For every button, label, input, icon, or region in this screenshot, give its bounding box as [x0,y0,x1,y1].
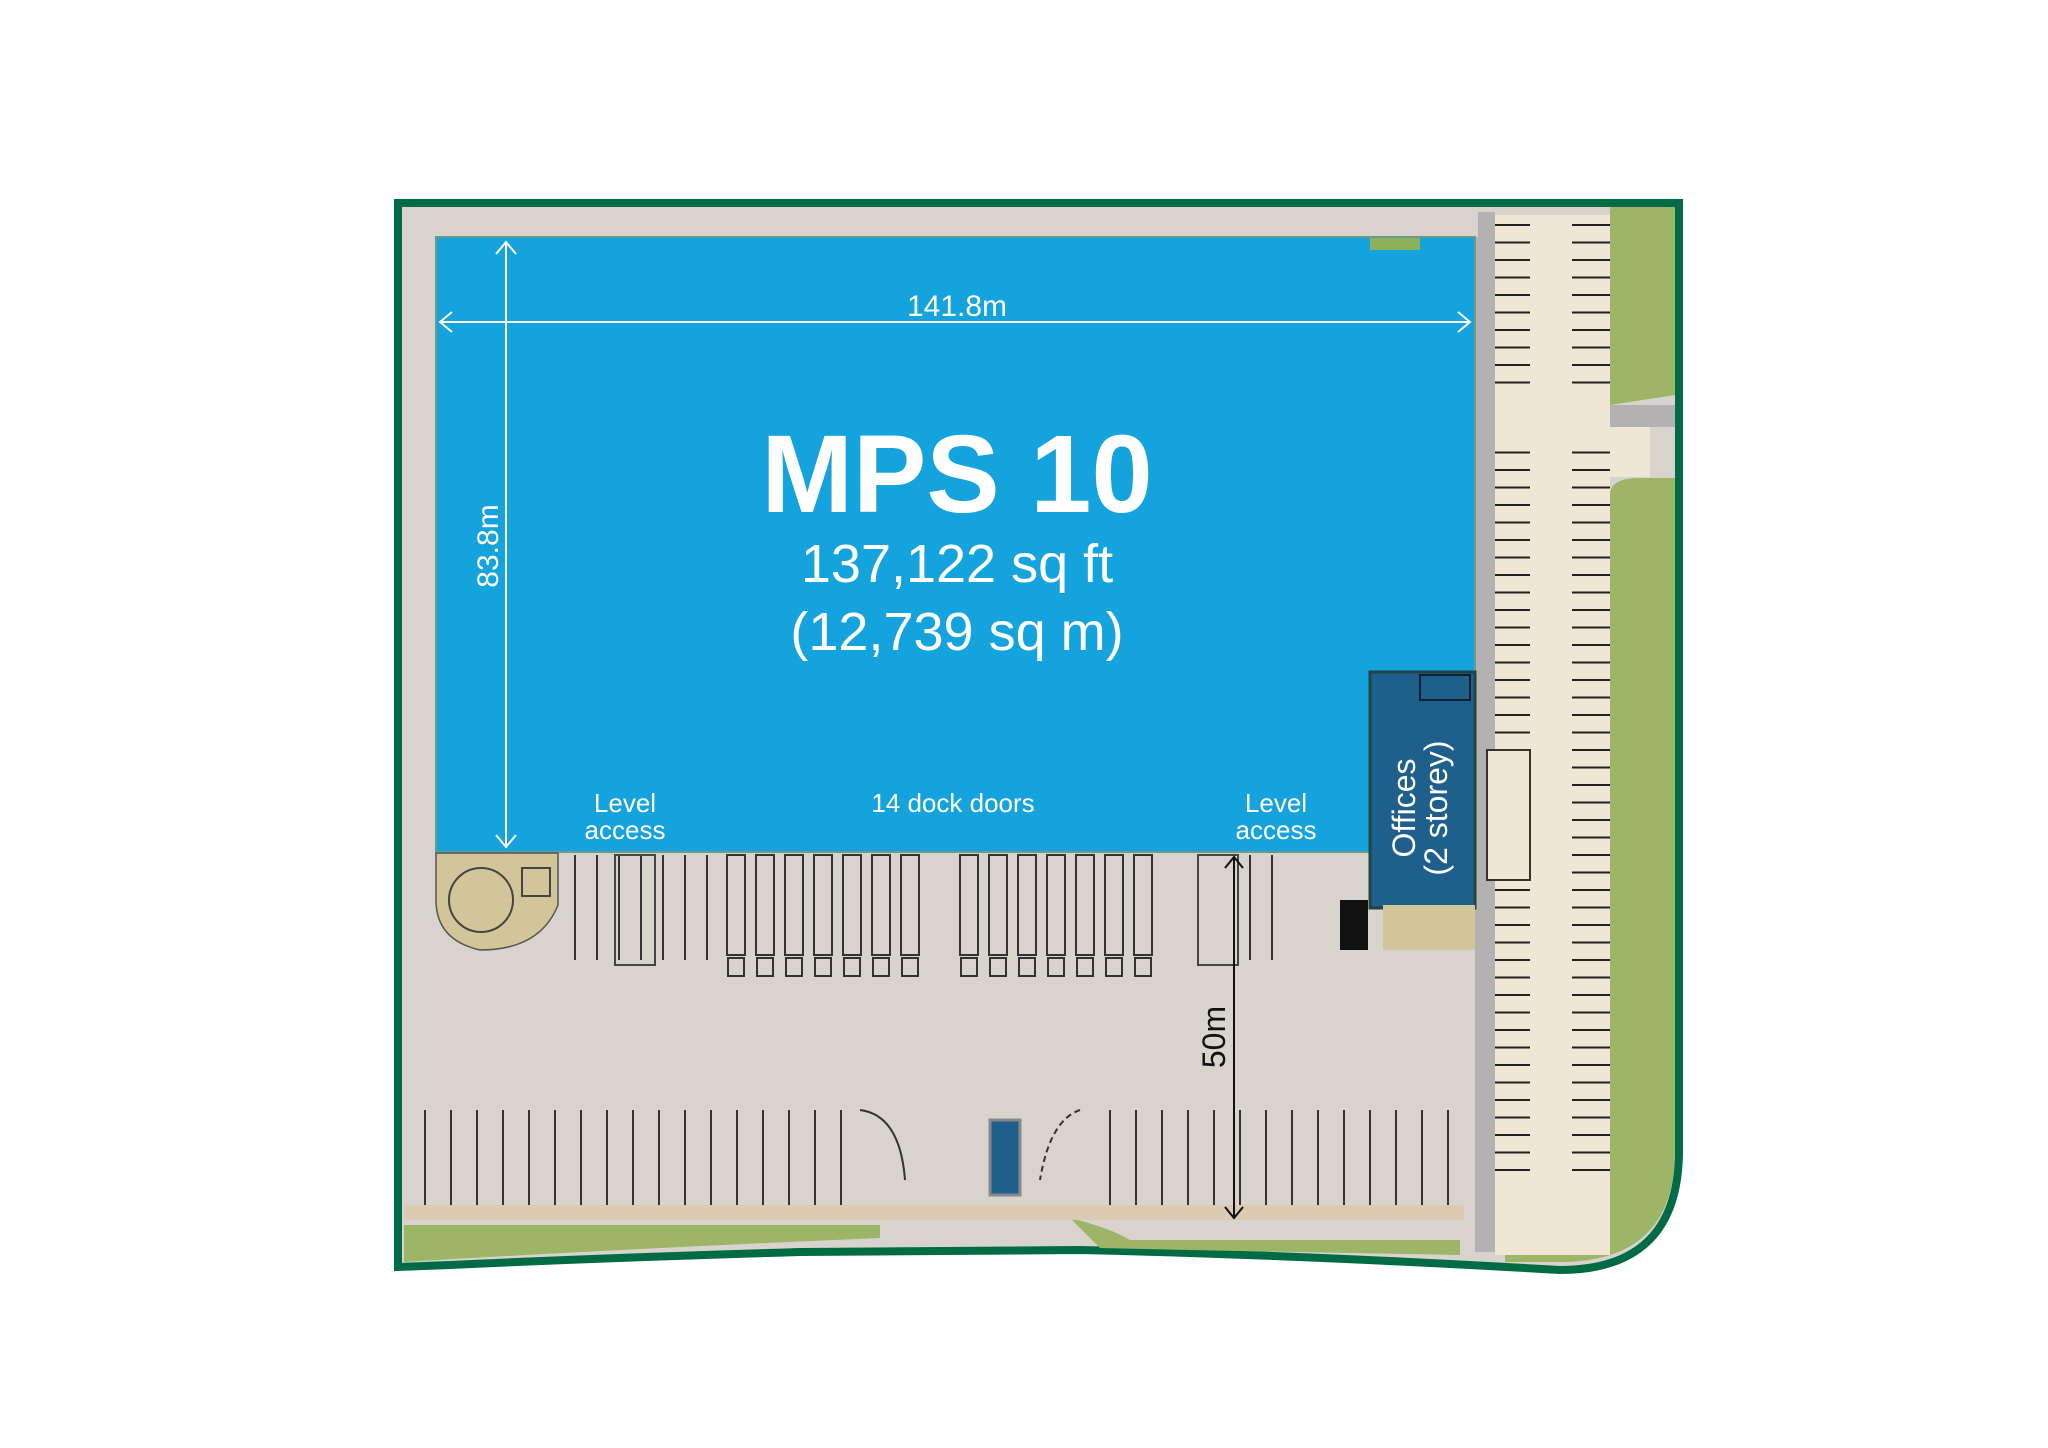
yard-dimension-line [1224,855,1244,1220]
landscape-bottom-left [404,1225,880,1262]
gatehouse [988,1118,1022,1197]
yard-dimension: 50m [1196,1006,1232,1068]
access-road [1475,212,1495,1252]
dock-bumper [727,957,745,977]
accessible-bays [1486,749,1531,881]
dock-bumper [756,957,774,977]
landscape-bottom-right [1070,1218,1460,1255]
dock-doors-label: 14 dock doors [871,788,1034,818]
dock-bumper [1105,957,1123,977]
dock-leveller [1017,854,1037,956]
dock-bumper [843,957,861,977]
dock-leveller [959,854,979,956]
dock-leveller [1104,854,1124,956]
apron [408,212,1478,237]
dock-bumper [1047,957,1065,977]
level-access-right-line2: access [1236,815,1317,845]
dock-bumper [1018,957,1036,977]
unit-title: MPS 10 [761,413,1152,536]
car-parking-bays [424,855,1449,1205]
pump-house [521,867,551,897]
gate-arc-left [859,1109,906,1181]
dock-leveller [1075,854,1095,956]
dock-leveller [813,854,833,956]
dock-leveller [755,854,775,956]
dock-bumper [960,957,978,977]
offices-label-line2: (2 storey) [1418,740,1454,875]
dock-leveller [1133,854,1153,956]
level-access-right-line1: Level [1245,788,1307,818]
level-access-door-left [614,854,656,966]
offices-label-line1: Offices [1386,759,1422,858]
width-dimension-line [438,311,1472,333]
office-reception [1383,905,1475,950]
landscape-right [1610,207,1675,405]
dock-leveller [900,854,920,956]
depth-dimension-line [495,240,517,849]
parking-lines [1495,224,1610,1171]
bike-store [1340,900,1368,950]
width-dimension: 141.8m [907,290,1007,323]
gate-arc-right [1039,1109,1081,1181]
area-sqft: 137,122 sq ft [801,534,1113,594]
dock-leveller [1046,854,1066,956]
dock-bumper [989,957,1007,977]
dock-leveller [842,854,862,956]
level-access-left-line2: access [585,815,666,845]
dock-doors [726,854,1153,977]
dock-bumper [814,957,832,977]
sprinkler-tank-area [435,852,559,951]
offices-stair-core [1419,674,1471,701]
offices-building [1368,670,1477,910]
dock-bumper [785,957,803,977]
sprinkler-tank [448,867,514,933]
depth-dimension: 83.8m [472,504,505,587]
dock-bumper [872,957,890,977]
area-sqm: (12,739 sq m) [790,602,1123,662]
dock-leveller [784,854,804,956]
level-access-door-right [1197,854,1239,966]
footpath-bottom [404,1205,1464,1220]
dock-leveller [726,854,746,956]
dock-bumper [1076,957,1094,977]
dock-bumper [1134,957,1152,977]
landscape-right-lower [1505,478,1675,1262]
green-roof-patch [1370,238,1420,250]
dock-leveller [988,854,1008,956]
warehouse [435,236,1476,853]
dock-bumper [901,957,919,977]
dock-leveller [871,854,891,956]
level-access-left-line1: Level [594,788,656,818]
